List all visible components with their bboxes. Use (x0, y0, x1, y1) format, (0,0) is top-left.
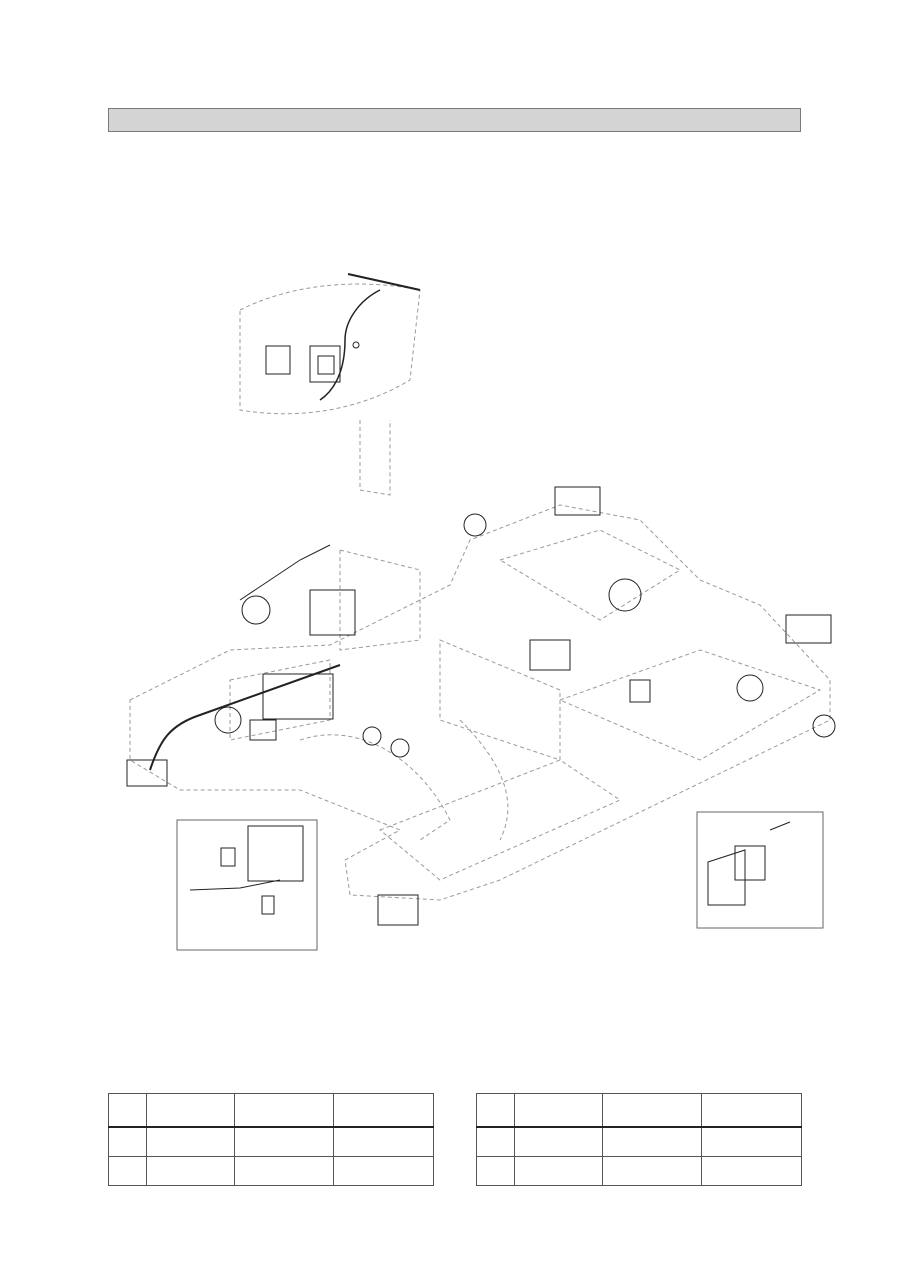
table-cell (476, 1156, 515, 1186)
table-cell (234, 1156, 334, 1186)
parts-table-right (476, 1093, 802, 1186)
table-cell (333, 1156, 434, 1186)
parts-table-left (108, 1093, 434, 1186)
table-cell (514, 1093, 603, 1128)
table-cell (602, 1126, 702, 1157)
table-cell (476, 1126, 515, 1157)
table-cell (108, 1156, 147, 1186)
table-row (108, 1126, 434, 1157)
table-cell (234, 1126, 334, 1157)
table-header-row (108, 1093, 434, 1128)
table-cell (146, 1093, 235, 1128)
table-cell (333, 1093, 434, 1128)
section-header-bar (108, 108, 801, 132)
table-cell (701, 1126, 802, 1157)
table-cell (701, 1093, 802, 1128)
table-header-row (476, 1093, 802, 1128)
table-cell (146, 1126, 235, 1157)
table-cell (514, 1156, 603, 1186)
table-cell (333, 1126, 434, 1157)
table-cell (234, 1093, 334, 1128)
table-row (476, 1156, 802, 1186)
table-cell (701, 1156, 802, 1186)
table-cell (514, 1126, 603, 1157)
table-cell (108, 1093, 147, 1128)
table-row (476, 1126, 802, 1157)
table-cell (146, 1156, 235, 1186)
table-cell (476, 1093, 515, 1128)
table-cell (108, 1126, 147, 1157)
table-cell (602, 1156, 702, 1186)
table-cell (602, 1093, 702, 1128)
table-row (108, 1156, 434, 1186)
